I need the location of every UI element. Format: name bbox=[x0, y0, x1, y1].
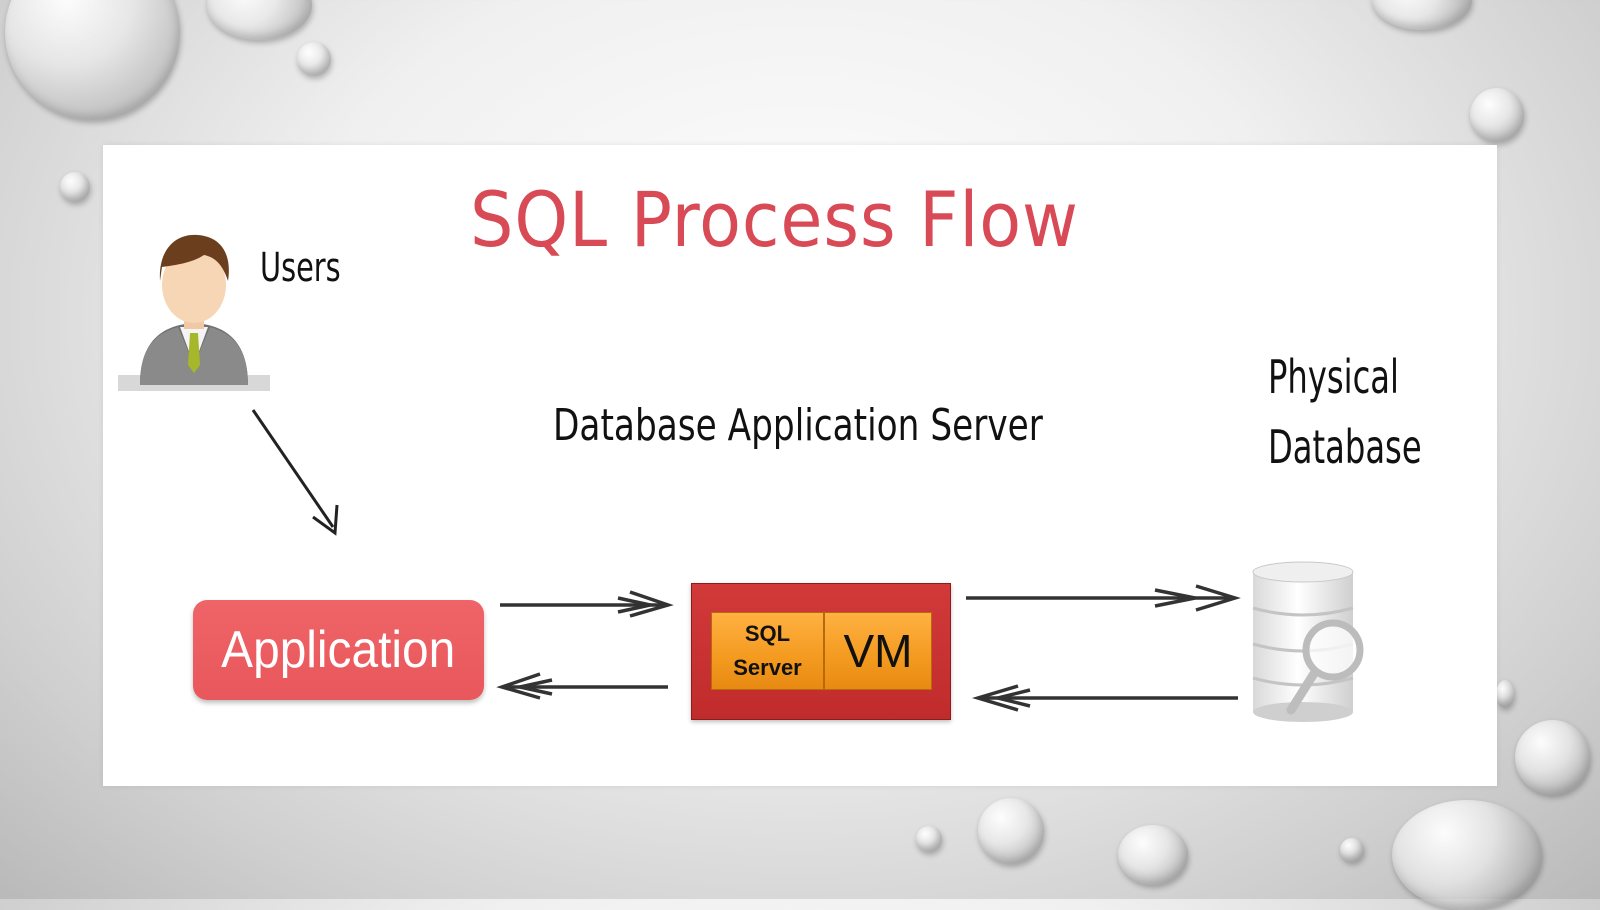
water-droplet bbox=[978, 798, 1044, 864]
users-label: Users bbox=[260, 245, 341, 291]
physical-database-label-line1: Physical bbox=[1268, 350, 1399, 404]
application-node: Application bbox=[193, 600, 484, 700]
sql-server-cell: SQL Server bbox=[711, 612, 824, 690]
users-to-application-arrow bbox=[251, 409, 339, 536]
vm-cell: VM bbox=[824, 612, 932, 690]
sql-server-label-line1: SQL bbox=[744, 621, 791, 646]
sql-server-label-line2: Server bbox=[733, 655, 802, 680]
database-application-server-node: SQL Server VM bbox=[691, 583, 951, 720]
water-droplet bbox=[916, 826, 942, 852]
user-avatar-icon bbox=[118, 234, 270, 391]
slide-title: SQL Process Flow bbox=[470, 175, 1079, 264]
server-label: Database Application Server bbox=[553, 400, 1043, 451]
water-droplet bbox=[1372, 0, 1472, 30]
water-droplet bbox=[297, 42, 331, 76]
vm-label: VM bbox=[843, 625, 913, 677]
water-droplet bbox=[1496, 680, 1514, 708]
database-search-icon bbox=[1252, 561, 1364, 722]
water-droplet bbox=[1118, 825, 1188, 885]
water-droplet bbox=[60, 172, 90, 202]
water-droplet bbox=[1515, 720, 1590, 795]
water-droplet bbox=[1470, 88, 1524, 142]
water-droplet bbox=[1340, 838, 1364, 862]
water-droplet bbox=[5, 0, 180, 120]
application-label: Application bbox=[221, 621, 456, 679]
water-droplet bbox=[1392, 800, 1542, 910]
water-droplet bbox=[207, 0, 312, 40]
physical-database-label-line2: Database bbox=[1268, 420, 1422, 474]
